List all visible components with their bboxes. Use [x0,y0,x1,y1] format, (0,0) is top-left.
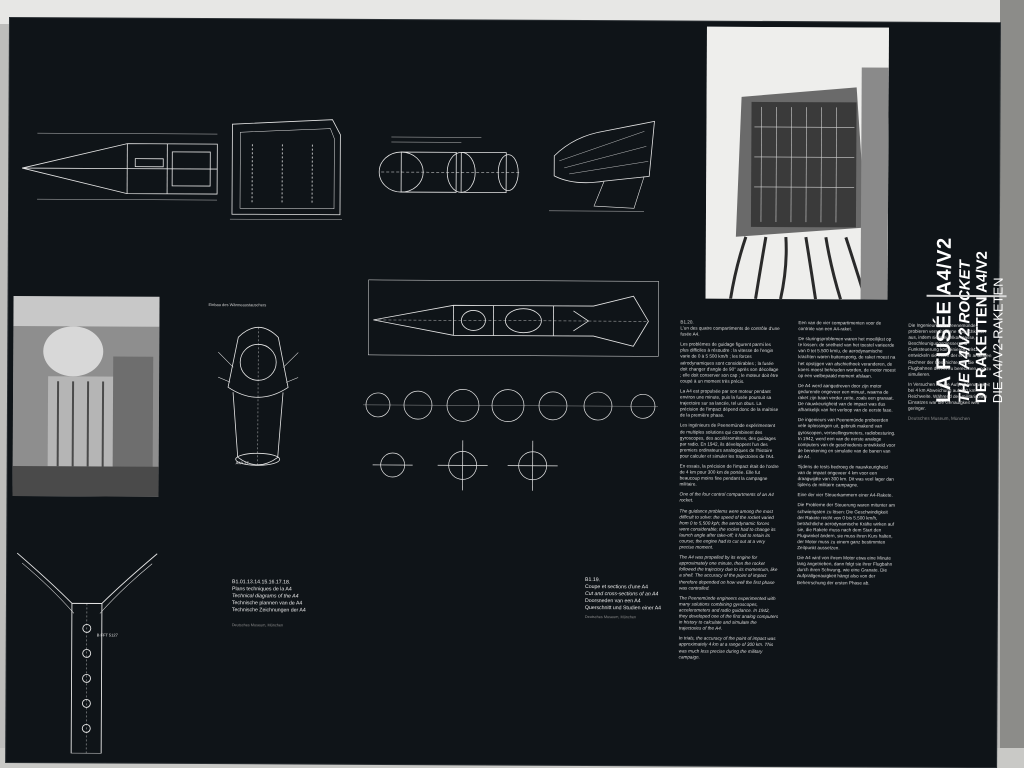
en-paragraph-4: In trials, the accuracy of the point of … [678,635,776,660]
fr-paragraph-1: Les problèmes de guidage figurent parmi … [680,341,779,384]
title-divider [926,294,1007,298]
de-heading: Eine der vier Steuerkammern einer A4-Rak… [797,492,893,498]
blueprint-tail-unit [544,116,670,217]
fr-heading: L'un des quatre compartiments de contrôl… [680,325,780,337]
de-credit: Deutsches Museum, München [907,416,970,422]
text-column-fr-en: B1.20. L'un des quatre compartiments de … [679,320,781,665]
text-column-nl-de: Een van de vier compartimenten voor de c… [797,320,896,590]
blueprint-full-rocket-cutaway [362,275,664,497]
caption-left-de: Technische Zeichnungen der A4 [231,607,306,614]
wall-background-right [1000,0,1024,768]
fr-number: B1.20. [680,319,694,325]
de-paragraph-1: Die Probleme der Steuerung waren mitunte… [797,502,896,551]
blueprint-tail-fins: B FFT 5127 [11,543,162,754]
engine-drawing-code: A4A 37 [235,460,249,466]
nl-heading: Een van de vier compartimenten voor de c… [798,320,882,332]
nl-paragraph-2: De A4 werd aangedreven door zijn motor g… [797,382,894,413]
blueprint-fuel-tanks [371,122,531,213]
blueprint-engine-assembly: Einbau des Wärmeaustauschers A4A 37 [198,299,319,488]
blueprint-nose-cone [17,113,222,204]
en-paragraph-2: The A4 was propelled by its engine for a… [679,554,778,591]
photo-guidance-compartment [705,26,889,300]
fr-paragraph-4: En essais, la précision de l'impact étai… [679,463,779,487]
text-column-de: Die Ingenieure von Peenemünde probieren … [908,323,993,427]
caption-technical-diagrams: B1.01.13.14.15.16.17.18. Plans technique… [232,579,352,615]
engine-drawing-label: Einbau des Wärmeaustauschers [208,302,267,308]
nl-paragraph-3: De ingenieurs van Peenemünde probeerden … [797,417,896,460]
en-paragraph-3: The Peenemünde engineers experimented wi… [678,595,779,631]
fr-paragraph-3: Les ingénieurs de Peenemünde expérimente… [679,422,776,459]
title-de: DIE A4/V2-RAKETEN [989,277,1006,404]
photo-rocket-engine [12,296,160,497]
exhibit-panel: LA FUSÉE A4/V2 THE A4/V2 ROCKET DE RAKET… [6,18,1007,768]
en-heading: One of the four control compartments of … [679,491,774,504]
de-paragraph-2: Die A4 wird von ihrem Motor etwa eine Mi… [797,555,893,586]
de-paragraph-3: Die Ingenieure von Peenemünde probieren … [908,322,992,377]
caption-middle-credit: Deutsches Museum, München [584,615,637,620]
blueprint-tank-section [222,114,353,225]
nl-paragraph-4: Tijdens de tests bedroeg de nauwkeurighe… [797,464,894,488]
en-paragraph-1: The guidance problems were among the mos… [679,508,776,550]
tail-drawing-code: B FFT 5127 [96,632,118,638]
caption-left-credit: Deutsches Museum, München [231,623,284,628]
fr-paragraph-2: La A4 est propulsée par son moteur penda… [679,388,779,419]
de-paragraph-4: In Versuchen lag die Aufprallgenauigkeit… [907,381,990,412]
nl-paragraph-1: De sturingsproblemen waren het moeilijks… [798,336,896,379]
